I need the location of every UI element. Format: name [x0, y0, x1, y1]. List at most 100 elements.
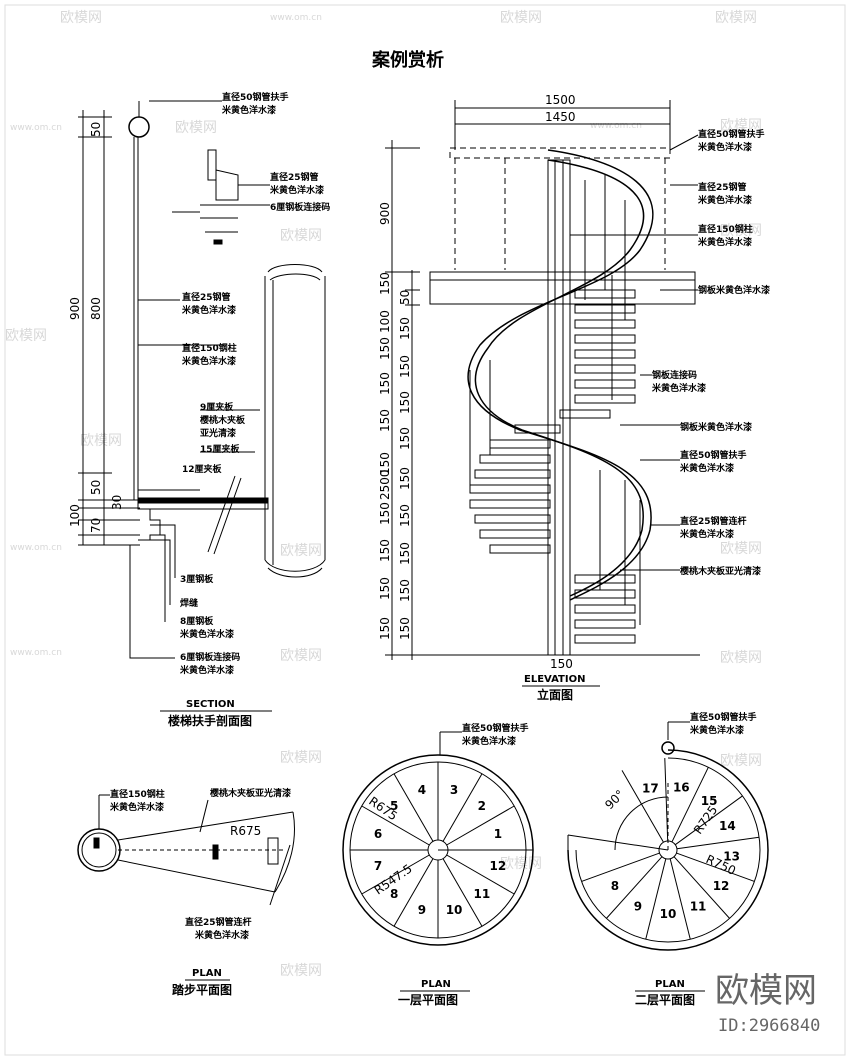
- elevation-note-column150-1: 直径150钢柱: [698, 223, 753, 235]
- elevation-note-handrail-1: 直径50钢管扶手: [698, 128, 765, 140]
- plan2-step-label: 11: [690, 900, 707, 914]
- plan1-step-divider: [443, 774, 482, 842]
- watermark-url: www.om.cn: [10, 543, 62, 553]
- plan2-step-divider: [646, 859, 666, 940]
- watermark-text: 欧模网: [80, 433, 122, 449]
- plan2-step-label: 9: [634, 900, 642, 914]
- elevation-dim-100: 100: [378, 310, 392, 333]
- section-dim-50: 50: [89, 122, 103, 137]
- plan1-step-label: 10: [446, 903, 463, 917]
- plan1-note-1: 直径50钢管扶手: [462, 722, 529, 734]
- plan1-step-divider: [443, 859, 482, 927]
- watermark-text: 欧模网: [5, 328, 47, 344]
- watermark-url: www.om.cn: [10, 123, 62, 133]
- elevation-caption-en: ELEVATION: [524, 674, 585, 685]
- drawing-frame: [5, 5, 845, 1055]
- plan1-step-divider: [362, 806, 430, 845]
- plan1-note-2: 米黄色洋水漆: [461, 735, 516, 747]
- elevation-note-connector-1: 钢板连接码: [652, 369, 697, 381]
- elevation-dim-150: 150: [398, 504, 412, 527]
- step-plan-note-cherry: 樱桃木夹板亚光清漆: [209, 787, 291, 799]
- elevation-note-cherry: 樱桃木夹板亚光清漆: [679, 565, 761, 577]
- elevation-note-handrail2-2: 米黄色洋水漆: [679, 462, 734, 474]
- plan2-step-divider: [606, 857, 662, 919]
- section-note-plywood12: 12厘夹板: [182, 463, 223, 475]
- watermark-text: 欧模网: [720, 753, 762, 769]
- elevation-note-pipe25-2: 米黄色洋水漆: [697, 194, 752, 206]
- elevation-dim-150: 150: [398, 391, 412, 414]
- elevation-dim-150: 150: [378, 539, 392, 562]
- watermark-text: 欧模网: [720, 650, 762, 666]
- plan1-step-divider: [394, 859, 433, 927]
- step-plan-radius: R675: [230, 824, 261, 838]
- elevation-dim-150: 150: [378, 502, 392, 525]
- elevation-step-dims: 150 50 100 150 150 150 150 150 150 150 1…: [378, 272, 412, 640]
- elevation-note-rod25-1: 直径25钢管连杆: [680, 515, 747, 527]
- plan2-caption-en: PLAN: [655, 979, 685, 990]
- plan1-step-label: 9: [418, 903, 426, 917]
- section-note-plate6b-2: 米黄色洋水漆: [179, 664, 234, 676]
- plan2-angle: 90°: [602, 787, 627, 812]
- section-note-pipe25b-1: 直径25钢管: [182, 291, 231, 303]
- elevation-note-rod25-2: 米黄色洋水漆: [679, 528, 734, 540]
- elevation-dim-150: 150: [378, 617, 392, 640]
- elevation-dim-900: 900: [378, 202, 392, 225]
- step-plan-note-column150-2: 米黄色洋水漆: [109, 801, 164, 813]
- plan2-step-divider: [676, 853, 754, 881]
- section-note-pipe25-2: 米黄色洋水漆: [269, 184, 324, 196]
- plan2-r1: R725: [691, 803, 720, 837]
- handrail-circle: [129, 117, 149, 137]
- elevation-note-slab: 钢板米黄色洋水漆: [698, 284, 770, 296]
- elevation-dim-1500: 1500: [545, 93, 576, 107]
- page-title: 案例赏析: [371, 49, 444, 71]
- plan1-step-label: 2: [478, 799, 486, 813]
- elevation-dim-150: 150: [398, 467, 412, 490]
- plan2-step-divider: [677, 837, 759, 849]
- elevation-note-column150-2: 米黄色洋水漆: [697, 236, 752, 248]
- plan1-step-label: 1: [494, 827, 502, 841]
- elevation-dim-50: 50: [398, 290, 412, 305]
- watermark-text: 欧模网: [280, 228, 322, 244]
- elevation-note-handrail-2: 米黄色洋水漆: [697, 141, 752, 153]
- elevation-dim-150: 150: [398, 427, 412, 450]
- elevation-dim-1450: 1450: [545, 110, 576, 124]
- watermark-text: 欧模网: [60, 10, 102, 26]
- step-plan-note-rod25-1: 直径25钢管连杆: [185, 916, 252, 928]
- plan1-step-divider: [447, 855, 515, 894]
- plan1-step-label: 6: [374, 827, 382, 841]
- plan2-step-label: 17: [642, 781, 659, 795]
- plan2-step-label: 15: [701, 794, 718, 808]
- section-dim-30: 30: [110, 495, 124, 510]
- watermark-text: 欧模网: [175, 120, 217, 136]
- watermark-text: 欧模网: [280, 963, 322, 979]
- elevation-dim-150: 150: [378, 272, 392, 295]
- plan2-step-divider: [674, 857, 730, 919]
- plan1-caption-cn: 一层平面图: [398, 993, 458, 1007]
- watermark-url: www.om.cn: [270, 13, 322, 23]
- section-note-column150-1: 直径150钢柱: [182, 342, 237, 354]
- plan2-step-label: 12: [713, 879, 730, 893]
- watermark-text: 欧模网: [280, 750, 322, 766]
- plan1-step-label: 8: [390, 887, 398, 901]
- plan1-step-divider: [447, 806, 515, 845]
- step-plan-note-column150-1: 直径150钢柱: [110, 788, 165, 800]
- section-note-steel3: 3厘钢板: [180, 573, 214, 585]
- section-note-handrail-2: 米黄色洋水漆: [221, 104, 276, 116]
- section-note-column150-2: 米黄色洋水漆: [181, 355, 236, 367]
- step-plan-caption-cn: 踏步平面图: [172, 982, 232, 997]
- plan2-step-label: 14: [719, 819, 736, 833]
- plan1-view: [343, 732, 533, 945]
- brand-logo-text: 欧模网: [715, 971, 817, 1011]
- plan2-view: [568, 722, 768, 950]
- plan1-step-label: 5: [390, 799, 398, 813]
- plan2-step-divider: [665, 758, 668, 841]
- plan2-note-2: 米黄色洋水漆: [689, 724, 744, 736]
- plan2-step-label: 10: [660, 907, 677, 921]
- plan1-step-divider: [362, 855, 430, 894]
- section-note-steel8-2: 米黄色洋水漆: [179, 628, 234, 640]
- elevation-note-connector-2: 米黄色洋水漆: [651, 382, 706, 394]
- plan2-step-divider: [670, 859, 690, 940]
- elevation-dim-150: 150: [378, 409, 392, 432]
- watermark-text: 欧模网: [715, 10, 757, 26]
